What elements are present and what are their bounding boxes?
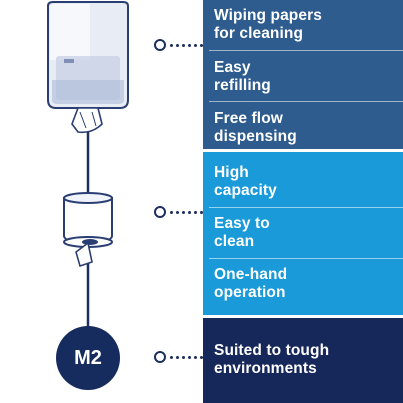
illustration [47, 1, 129, 328]
connector-ring-icon [154, 206, 166, 218]
features-panel-top: Wiping papers for cleaning Easy refillin… [203, 0, 403, 149]
feature-high-capacity: High capacity [214, 164, 277, 199]
divider [209, 50, 403, 51]
connector-top [154, 39, 203, 51]
connector-bottom [154, 351, 203, 363]
features-panel-middle: High capacity Easy to clean One-hand ope… [203, 152, 403, 315]
feature-easy-to-clean: Easy to clean [214, 215, 270, 250]
model-badge: M2 [56, 326, 120, 390]
feature-wiping-papers: Wiping papers for cleaning [214, 7, 322, 42]
feature-tough-environments: Suited to tough environments [214, 342, 330, 377]
feature-free-flow: Free flow dispensing [214, 110, 297, 145]
model-badge-label: M2 [74, 346, 102, 369]
divider [209, 258, 403, 259]
feature-easy-refilling: Easy refilling [214, 59, 271, 94]
divider [209, 207, 403, 208]
connector-middle [154, 206, 203, 218]
feature-one-hand: One-hand operation [214, 266, 288, 301]
connector-ring-icon [154, 39, 166, 51]
dispenser-icon [47, 1, 129, 134]
divider [209, 101, 403, 102]
features-panel-bottom: Suited to tough environments [203, 318, 403, 403]
paper-roll-icon [63, 192, 113, 268]
connector-ring-icon [154, 351, 166, 363]
